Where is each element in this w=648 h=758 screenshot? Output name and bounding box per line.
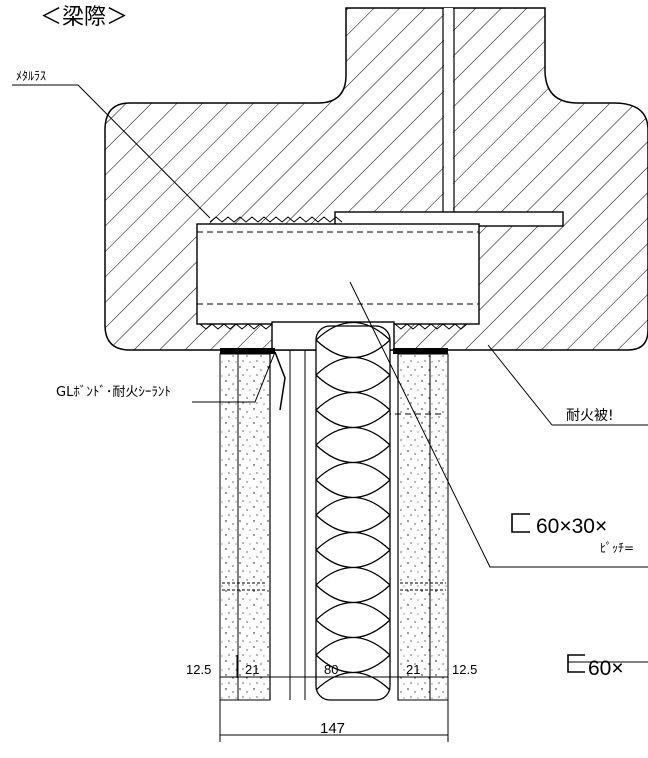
wall-left-boards bbox=[219, 353, 271, 701]
dim-21-right: 21 bbox=[406, 662, 420, 677]
insulation bbox=[315, 321, 391, 701]
sealant-left bbox=[220, 348, 275, 354]
metal-lath bbox=[199, 216, 468, 330]
pitch-label: ﾋﾟｯﾁ= bbox=[600, 541, 634, 555]
dim-12-5-right: 12.5 bbox=[452, 662, 477, 677]
bent-clip bbox=[274, 351, 286, 411]
leader-lines bbox=[12, 84, 648, 663]
title: ＜梁際＞ bbox=[40, 5, 128, 30]
metal-lath-label: ﾒﾀﾙﾗｽ bbox=[16, 69, 46, 83]
dim-12-5-left: 12.5 bbox=[186, 662, 211, 677]
wall-right-boards bbox=[397, 353, 449, 701]
sealant-right bbox=[393, 348, 448, 354]
runner-channel bbox=[196, 223, 480, 325]
dimension-lines bbox=[219, 655, 449, 742]
stud-main-label: 60×30× bbox=[536, 515, 607, 538]
fireproof-label: 耐火被! bbox=[566, 408, 614, 424]
stud-section-icon bbox=[511, 513, 585, 673]
dim-21-left: 21 bbox=[245, 662, 259, 677]
stud-second-label: 60× bbox=[588, 657, 624, 680]
dim-80: 80 bbox=[324, 662, 338, 677]
board-joint-marks bbox=[222, 582, 446, 591]
gl-bond-label: GLﾎﾞﾝﾄﾞ･耐火ｼｰﾗﾝﾄ bbox=[56, 385, 171, 400]
dim-total: 147 bbox=[320, 720, 345, 737]
